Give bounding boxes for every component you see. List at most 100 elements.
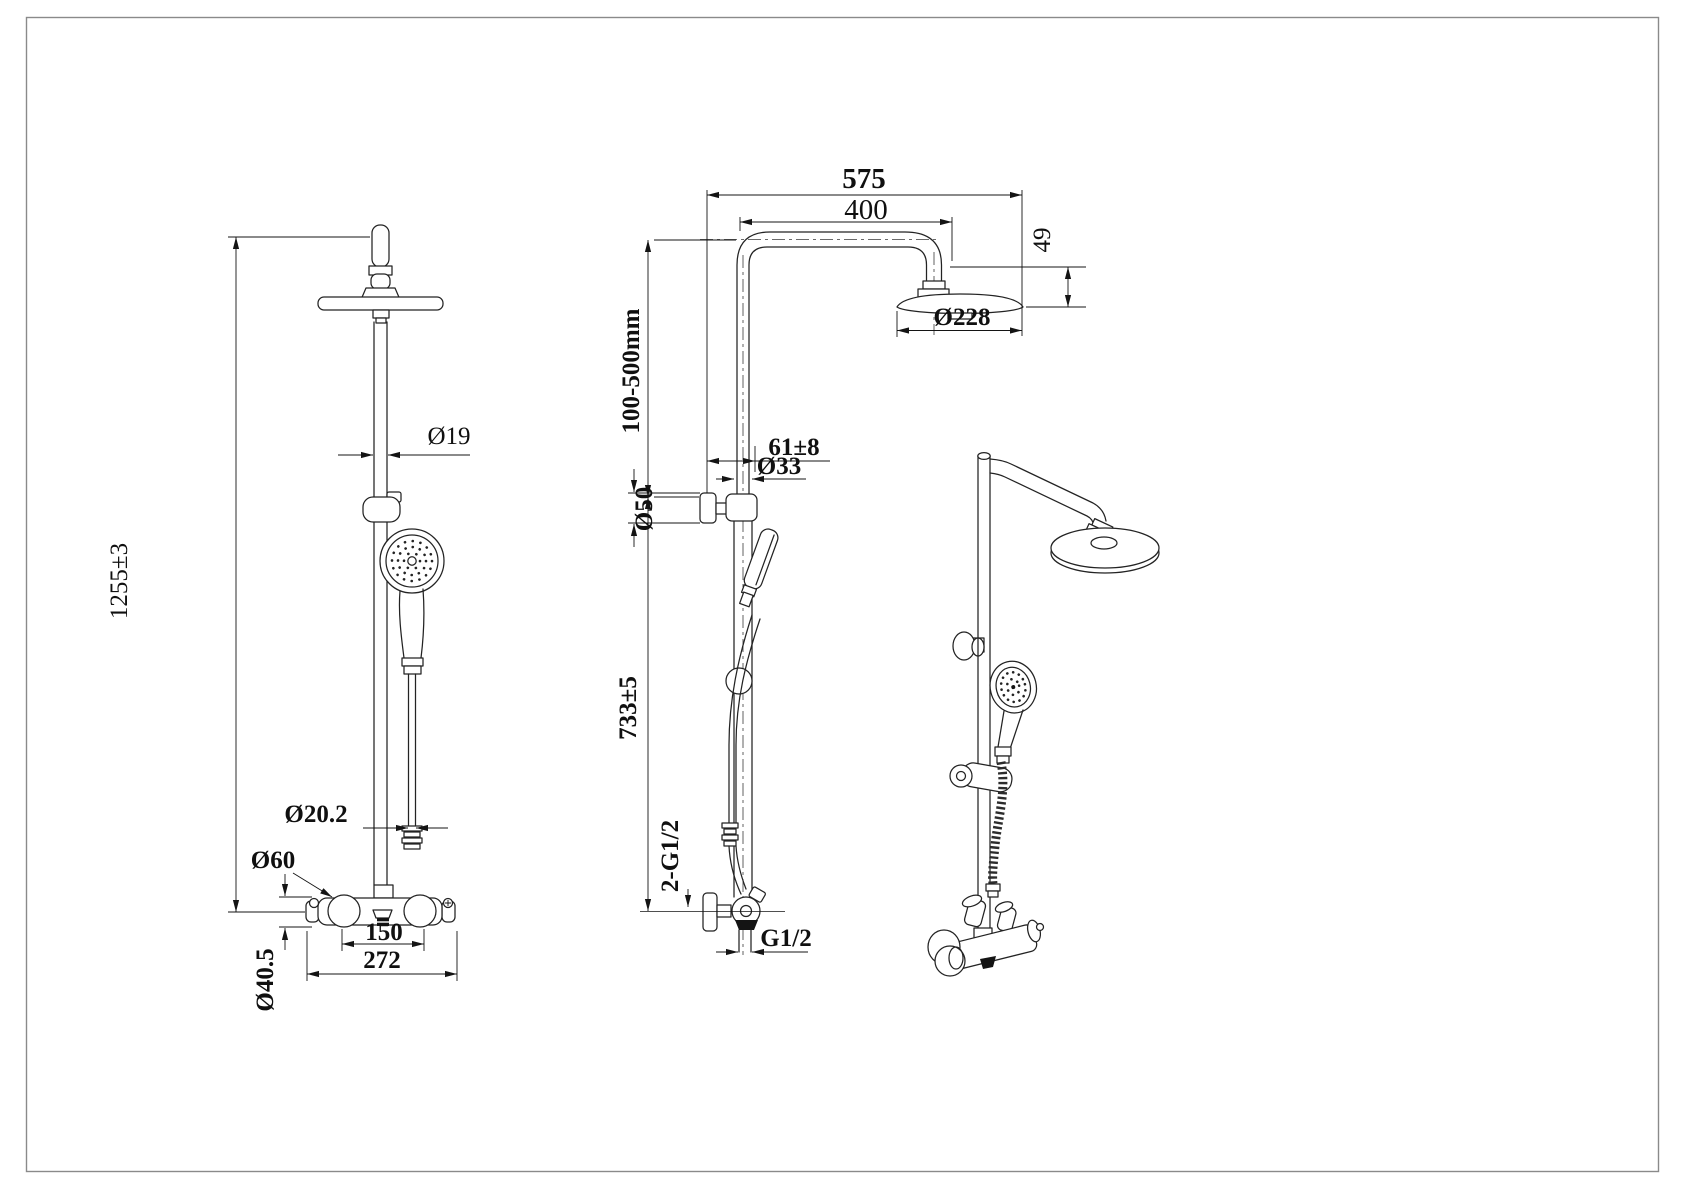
spray-dots-ring-mid bbox=[396, 545, 428, 577]
side-valve-wall-plate bbox=[702, 892, 718, 932]
persp-hose-nut2 bbox=[987, 890, 999, 898]
side-slider-knob bbox=[725, 667, 753, 695]
dim-inlet-threads: 2-G1/2 bbox=[657, 820, 684, 892]
spray-dots-ring-inner bbox=[402, 551, 422, 571]
spray-dots-ring-outer bbox=[390, 539, 434, 583]
persp-wall-bracket bbox=[952, 631, 985, 661]
dim-outlet-thread: G1/2 bbox=[760, 925, 811, 952]
front-view: 1255±3 Ø19 Ø20.2 Ø60 150 272 Ø40.5 bbox=[106, 224, 471, 1012]
dim-pole-diameter: Ø19 bbox=[427, 423, 470, 450]
hose-nut-rib3 bbox=[401, 837, 423, 844]
persp-clamp-knob-center bbox=[955, 770, 967, 782]
dim-hose-nut-diameter: Ø20.2 bbox=[284, 801, 347, 828]
side-valve-stem bbox=[716, 904, 732, 918]
side-wall-bracket bbox=[699, 492, 758, 524]
side-shower-hose bbox=[721, 614, 761, 895]
spray-center bbox=[407, 556, 417, 566]
dim-bracket-plate-diameter: Ø50 bbox=[631, 487, 658, 531]
front-shower-hose bbox=[401, 673, 423, 850]
front-riser-pole bbox=[368, 224, 393, 886]
front-top-rod bbox=[371, 224, 390, 268]
side-hand-shower-head bbox=[743, 528, 779, 590]
persp-spray-dots-inner bbox=[1005, 677, 1021, 697]
persp-spray-center bbox=[1011, 685, 1016, 690]
side-valve-cap bbox=[739, 904, 753, 918]
persp-valve bbox=[927, 894, 1045, 977]
front-slider-clamp bbox=[362, 496, 401, 523]
head-nut-upper bbox=[922, 280, 946, 290]
dim-wall-clearance: 61±8 bbox=[768, 434, 819, 461]
persp-inlet-flange-right bbox=[994, 901, 1014, 913]
valve-riser-nut bbox=[373, 884, 394, 899]
front-hand-shower bbox=[379, 528, 445, 675]
persp-hand-shower bbox=[989, 660, 1038, 764]
perspective-view bbox=[927, 451, 1160, 977]
persp-shower-hose bbox=[985, 761, 1008, 898]
handle-nut-2 bbox=[403, 665, 422, 675]
dim-arm-length: 400 bbox=[844, 194, 888, 226]
hose-nut-rib bbox=[401, 825, 423, 832]
dim-end-cap-diameter: Ø60 bbox=[251, 847, 295, 874]
valve-outlet-cone bbox=[372, 909, 393, 919]
front-ball-joint bbox=[370, 273, 391, 290]
dim-head-offset: 49 bbox=[1029, 228, 1056, 253]
dim-overall-reach: 575 bbox=[842, 163, 886, 195]
side-valve-outlet bbox=[735, 920, 758, 930]
front-head-boss-tip bbox=[375, 317, 387, 324]
side-rain-head bbox=[896, 293, 1024, 320]
side-view: 575 400 49 Ø228 100-500mm 61±8 Ø33 bbox=[615, 163, 1086, 956]
handle-nut bbox=[401, 657, 424, 667]
dim-overall-height: 1255±3 bbox=[106, 543, 133, 619]
hand-shower-face-inner bbox=[385, 534, 439, 588]
persp-inlet-flange-left bbox=[961, 894, 983, 908]
rain-head-boss bbox=[947, 312, 973, 320]
dim-height-adjustment: 100-500mm bbox=[618, 308, 645, 433]
page-border bbox=[25, 16, 1660, 1173]
dim-lower-riser-height: 733±5 bbox=[615, 676, 642, 740]
persp-riser-pole bbox=[977, 451, 991, 931]
side-hand-shower-nut bbox=[739, 591, 754, 608]
valve-right-handle bbox=[403, 894, 437, 928]
persp-slider-clamp bbox=[949, 762, 1013, 793]
side-valve bbox=[702, 886, 766, 953]
front-slider-bracket bbox=[362, 491, 402, 523]
side-hose-rib4 bbox=[723, 840, 737, 847]
persp-valve-outlet bbox=[980, 956, 996, 969]
front-overhead-shower bbox=[317, 287, 444, 324]
front-thermostatic-valve bbox=[305, 884, 456, 928]
persp-head-hub bbox=[1090, 536, 1118, 550]
side-shower-arm bbox=[736, 231, 950, 521]
persp-rain-head bbox=[1050, 527, 1160, 574]
hand-shower-face-outer bbox=[379, 528, 445, 594]
rain-head-plate bbox=[896, 293, 1024, 315]
persp-valve-right-button bbox=[1035, 922, 1045, 932]
hose-nut-rib4 bbox=[403, 843, 421, 850]
leader-end-cap-diameter bbox=[292, 872, 333, 898]
side-hose-rib bbox=[721, 822, 739, 829]
side-hand-shower bbox=[739, 528, 779, 608]
persp-valve-handle-face bbox=[948, 946, 964, 970]
persp-clamp-knob bbox=[949, 764, 973, 788]
hot-mark bbox=[445, 900, 451, 906]
dim-riser-diameter: Ø33 bbox=[757, 453, 801, 480]
wall-bracket-clamp bbox=[725, 493, 758, 522]
hose-nut-rib2 bbox=[403, 831, 421, 838]
hand-shower-handle bbox=[398, 590, 405, 659]
persp-hand-shower-inner bbox=[995, 666, 1032, 708]
wall-bracket-plate bbox=[699, 492, 717, 524]
valve-left-button bbox=[308, 897, 320, 909]
persp-pole-cap bbox=[977, 451, 991, 461]
dim-handle-spacing: 150 bbox=[365, 919, 403, 946]
valve-left-handle bbox=[327, 894, 361, 928]
persp-handle-nut bbox=[994, 746, 1012, 757]
side-hose-rib3 bbox=[721, 834, 739, 841]
front-dimensions: 1255±3 Ø19 Ø20.2 Ø60 150 272 Ø40.5 bbox=[106, 236, 471, 1012]
side-dimensions: 575 400 49 Ø228 100-500mm 61±8 Ø33 bbox=[615, 163, 1086, 956]
side-hose-rib2 bbox=[723, 828, 737, 835]
front-head-plate bbox=[317, 296, 444, 311]
dim-head-diameter: Ø228 bbox=[934, 304, 991, 331]
persp-spray-dots-outer bbox=[999, 670, 1027, 704]
front-head-boss bbox=[372, 309, 390, 319]
